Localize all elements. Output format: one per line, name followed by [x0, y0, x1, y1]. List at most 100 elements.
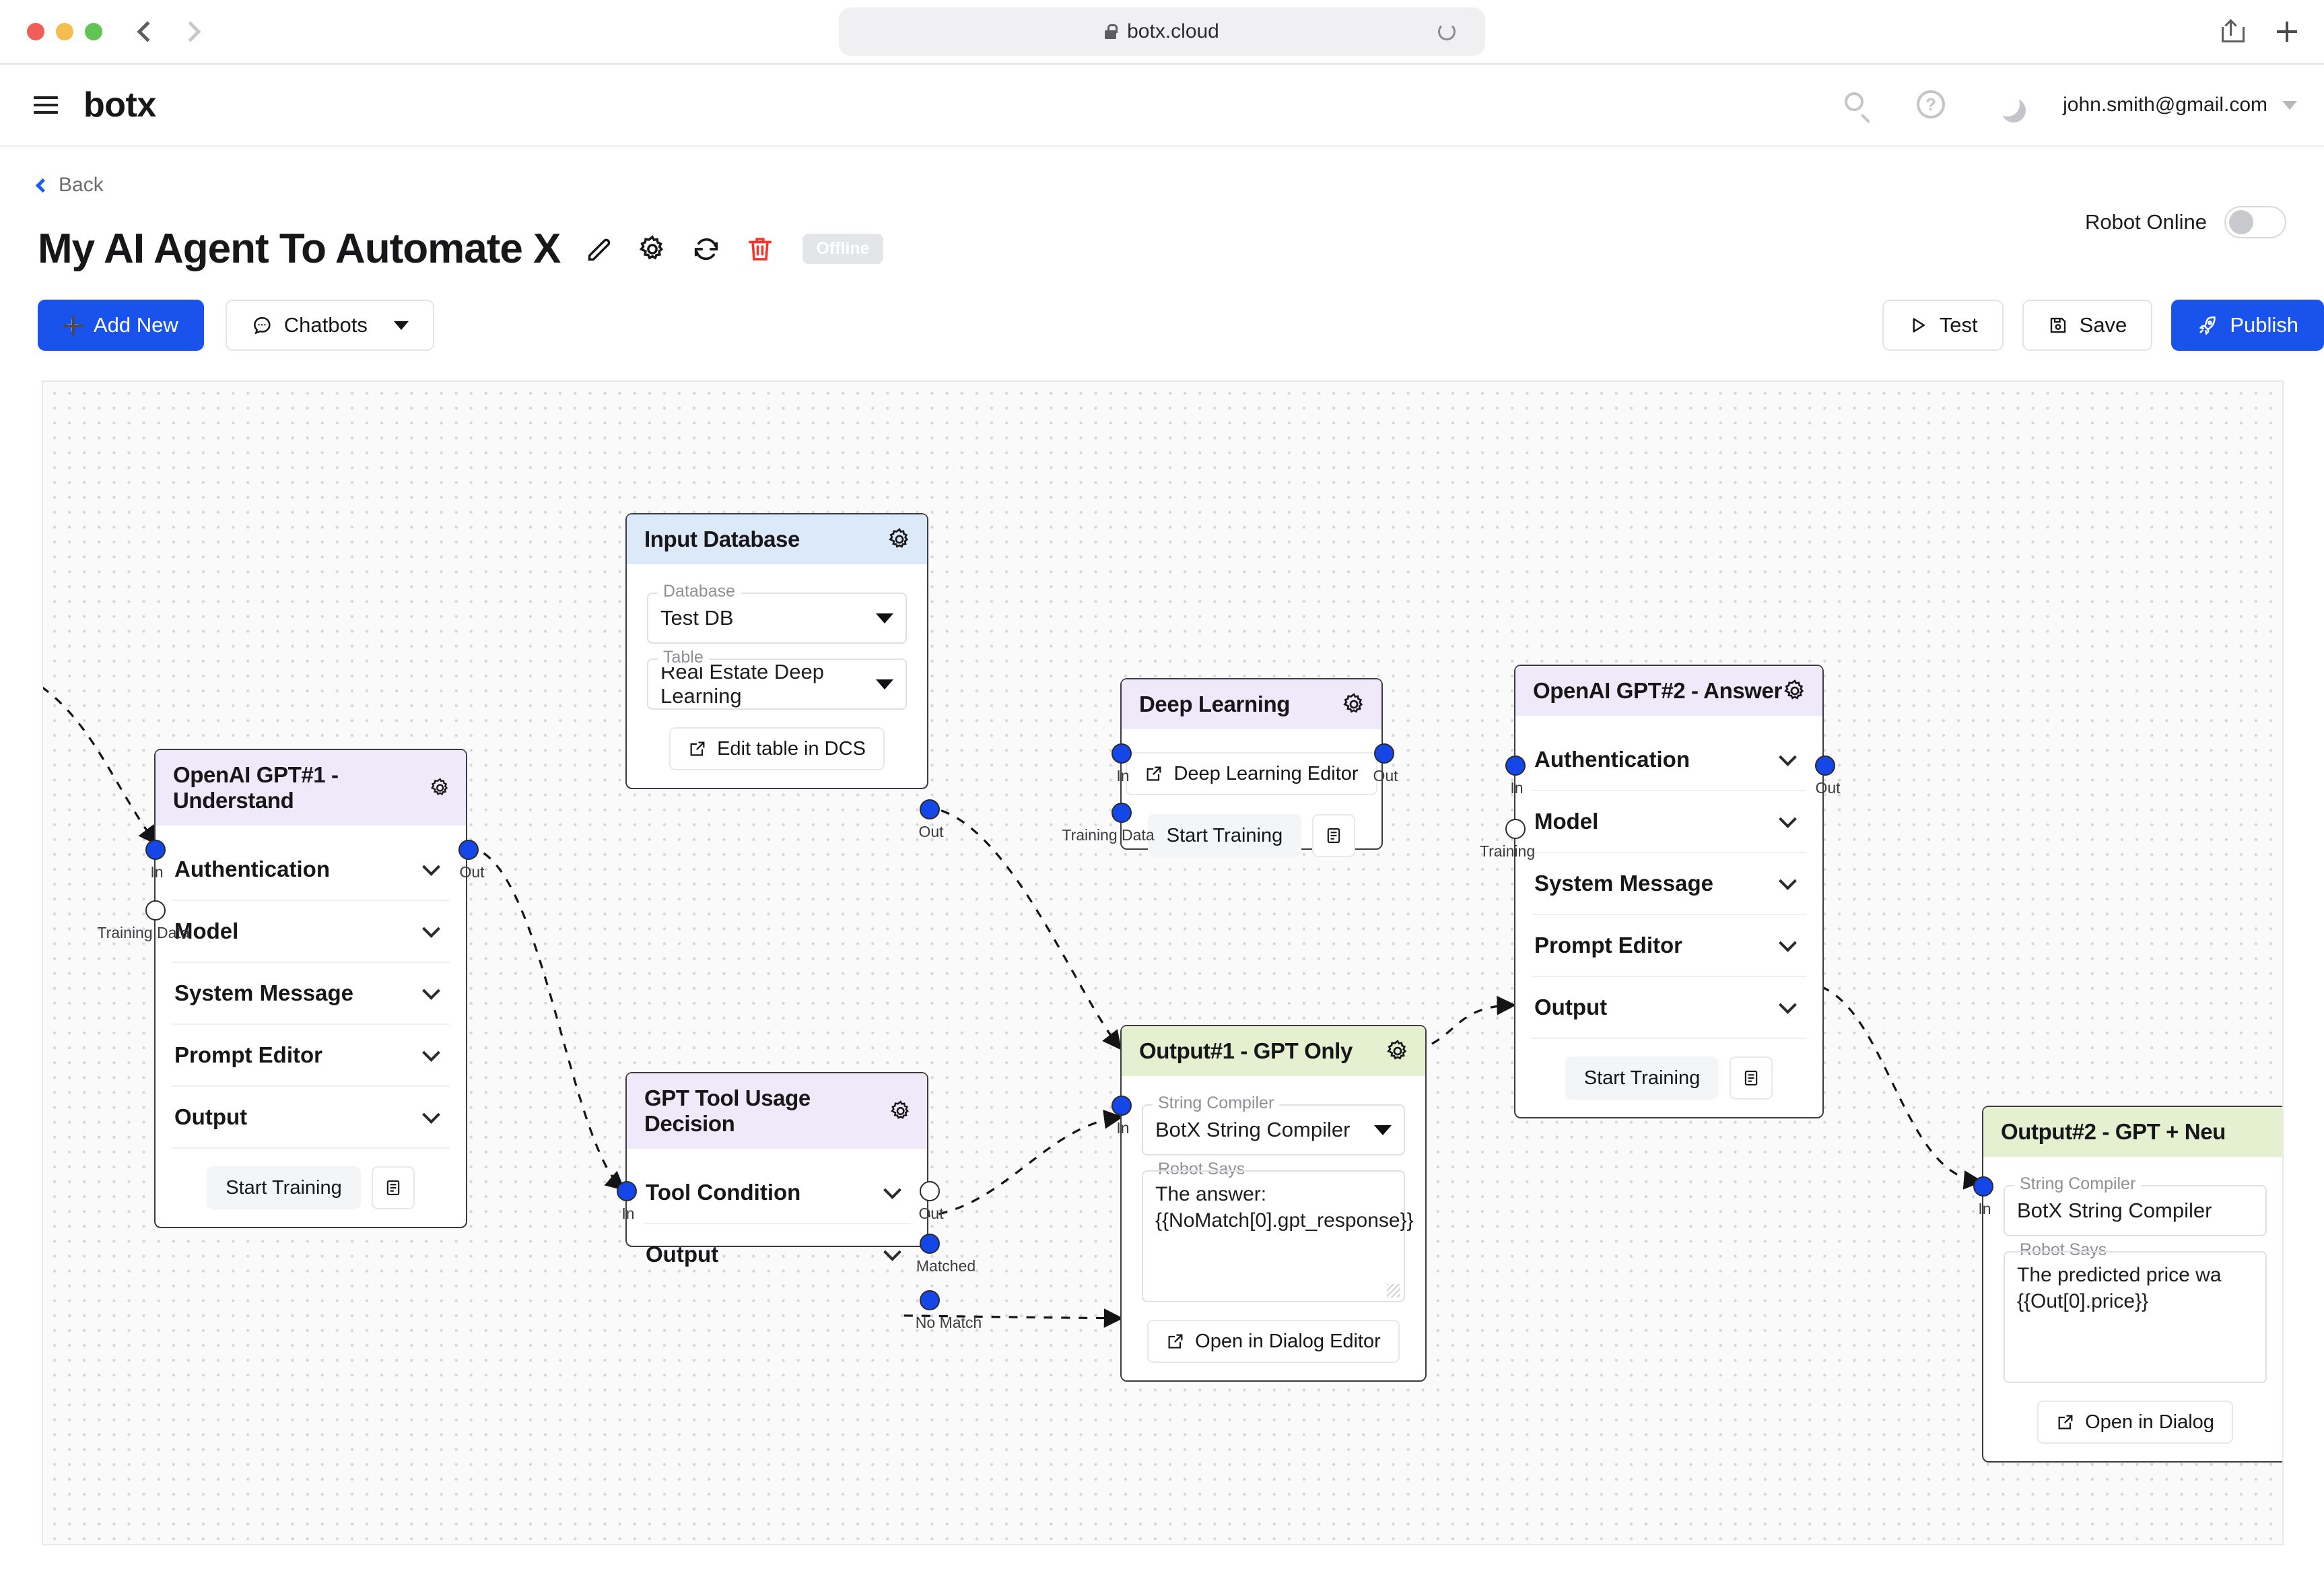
open-in-dialog-editor-button[interactable]: Open in Dialog [2037, 1401, 2233, 1444]
open-in-dialog-editor-button[interactable]: Open in Dialog Editor [1147, 1320, 1400, 1363]
port-in-label: In [1978, 1200, 1991, 1217]
chevron-down-icon [422, 1043, 440, 1062]
string-compiler-select[interactable]: String Compiler BotX String Compiler [1142, 1094, 1405, 1155]
accordion-tool-condition[interactable]: Tool Condition [643, 1162, 911, 1224]
gear-icon[interactable] [429, 775, 451, 801]
moon-icon[interactable] [1989, 88, 2022, 122]
node-gpt2[interactable]: OpenAI GPT#2 - Answer Authentication Mod… [1480, 665, 1841, 1118]
trash-icon[interactable] [745, 234, 776, 265]
port-out[interactable] [1815, 756, 1835, 776]
robot-says-value: The answer: {{NoMatch[0].gpt_response}} [1155, 1183, 1414, 1232]
test-button[interactable]: Test [1882, 300, 2004, 351]
gear-icon[interactable] [887, 527, 912, 552]
accordion-authentication[interactable]: Authentication [1532, 729, 1806, 791]
edit-table-in-dcs-button[interactable]: Edit table in DCS [669, 727, 885, 770]
chatbots-dropdown[interactable]: Chatbots [225, 300, 434, 351]
accordion-output[interactable]: Output [172, 1087, 450, 1149]
string-compiler-value: BotX String Compiler [2017, 1199, 2212, 1222]
accordion-system-message[interactable]: System Message [1532, 853, 1806, 915]
reload-icon[interactable] [1438, 23, 1456, 40]
deep-learning-editor-button[interactable]: Deep Learning Editor [1126, 752, 1377, 795]
database-select[interactable]: Database Test DB [647, 582, 907, 644]
maximize-window-button[interactable] [85, 23, 102, 40]
gear-icon[interactable] [1385, 1038, 1410, 1064]
node-gpt-tool-decision[interactable]: GPT Tool Usage Decision Tool Condition O… [617, 1072, 982, 1331]
string-compiler-select[interactable]: String Compiler BotX String Compiler [2004, 1174, 2267, 1236]
node-output1[interactable]: Output#1 - GPT Only String Compiler BotX… [1112, 1025, 1427, 1382]
accordion-output[interactable]: Output [643, 1224, 911, 1285]
accordion-model[interactable]: Model [1532, 791, 1806, 853]
refresh-icon[interactable] [691, 234, 722, 265]
accordion-model[interactable]: Model [172, 901, 450, 963]
port-in[interactable] [617, 1181, 637, 1201]
back-link[interactable]: Back [35, 174, 2324, 197]
training-log-button[interactable] [1730, 1056, 1773, 1100]
hamburger-icon[interactable] [34, 96, 58, 114]
port-training[interactable] [1505, 819, 1526, 839]
table-select[interactable]: Table Real Estate Deep Learning [647, 648, 907, 710]
user-email[interactable]: john.smith@gmail.com [2063, 94, 2267, 116]
robot-says-field[interactable]: Robot Says The answer: {{NoMatch[0].gpt_… [1142, 1160, 1414, 1302]
new-tab-icon[interactable] [2277, 22, 2297, 42]
node-output2[interactable]: Output#2 - GPT + Neu String Compiler Bot… [1973, 1106, 2282, 1463]
accordion-system-message[interactable]: System Message [172, 963, 450, 1025]
training-log-button[interactable] [371, 1166, 415, 1209]
chevron-down-icon[interactable] [2282, 100, 2297, 110]
flow-canvas[interactable]: Input Database Database Test DB Table Re… [42, 380, 2284, 1545]
port-out[interactable] [920, 1181, 940, 1201]
gear-icon[interactable] [889, 1098, 912, 1124]
gear-icon[interactable] [637, 234, 668, 265]
address-bar[interactable]: botx.cloud [839, 7, 1485, 56]
browser-navigation[interactable] [137, 21, 201, 42]
search-icon[interactable] [1841, 88, 1874, 124]
toggle-knob [2229, 210, 2253, 234]
port-in[interactable] [1505, 756, 1526, 776]
port-matched[interactable] [920, 1234, 940, 1254]
chevron-down-icon [1779, 809, 1797, 828]
node-deep-learning[interactable]: Deep Learning Deep Learning Editor Start… [1062, 678, 1398, 857]
port-training-data[interactable] [1112, 803, 1132, 823]
robot-online-toggle[interactable] [2224, 206, 2286, 238]
port-out[interactable] [458, 840, 479, 860]
resize-handle[interactable] [1387, 1284, 1400, 1298]
port-out[interactable] [1374, 743, 1394, 764]
accordion-output[interactable]: Output [1532, 977, 1806, 1039]
port-in[interactable] [145, 840, 166, 860]
add-new-button[interactable]: Add New [38, 300, 204, 351]
training-log-button[interactable] [1312, 814, 1356, 857]
accordion-prompt-editor[interactable]: Prompt Editor [1532, 915, 1806, 977]
browser-back-icon[interactable] [137, 21, 158, 42]
node-gpt1[interactable]: OpenAI GPT#1 - Understand Authentication… [97, 749, 485, 1228]
port-out-label: Out [1815, 779, 1841, 797]
accordion-prompt-editor[interactable]: Prompt Editor [172, 1025, 450, 1087]
section-label: Authentication [174, 857, 330, 881]
page-title: My AI Agent To Automate X [38, 226, 561, 272]
brand-logo[interactable]: botx [83, 86, 156, 125]
minimize-window-button[interactable] [56, 23, 73, 40]
node-title: GPT Tool Usage Decision [644, 1085, 811, 1136]
publish-button[interactable]: Publish [2171, 300, 2324, 351]
port-in[interactable] [1973, 1176, 1993, 1197]
help-circle-icon[interactable]: ? [1915, 88, 1948, 122]
browser-forward-icon[interactable] [180, 21, 201, 42]
gear-icon[interactable] [1341, 692, 1367, 717]
port-out[interactable] [920, 799, 940, 819]
play-icon [1913, 318, 1925, 333]
pencil-icon[interactable] [583, 234, 614, 265]
start-training-button[interactable]: Start Training [1147, 814, 1302, 857]
accordion-authentication[interactable]: Authentication [172, 839, 450, 901]
close-window-button[interactable] [27, 23, 44, 40]
gear-icon[interactable] [1782, 678, 1808, 704]
node-input-database[interactable]: Input Database Database Test DB Table Re… [625, 513, 944, 840]
save-button[interactable]: Save [2022, 300, 2153, 351]
window-controls[interactable] [27, 23, 102, 40]
port-in[interactable] [1112, 1096, 1132, 1116]
start-training-button[interactable]: Start Training [1565, 1056, 1719, 1100]
chevron-down-icon [883, 1180, 901, 1199]
port-no-match[interactable] [920, 1290, 940, 1310]
port-training-data[interactable] [145, 900, 166, 920]
start-training-button[interactable]: Start Training [207, 1166, 361, 1209]
port-in[interactable] [1112, 743, 1132, 764]
robot-says-field[interactable]: Robot Says The predicted price wa {{Out[… [2004, 1240, 2267, 1383]
share-icon[interactable] [2222, 19, 2245, 42]
